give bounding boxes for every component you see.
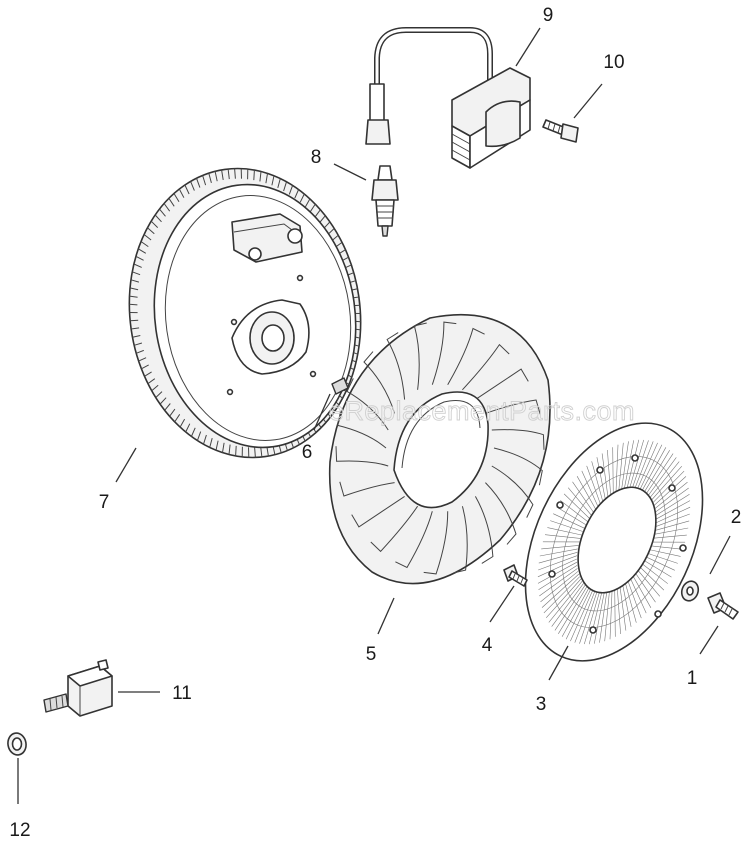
fan-blades	[335, 321, 545, 575]
callout-labels: 1 2 3 4 5 6 7 8 9 10 11 12	[9, 5, 741, 841]
woodruff-key[interactable]	[331, 377, 349, 395]
callout-8: 8	[311, 147, 322, 168]
callout-3: 3	[536, 694, 547, 715]
screen-mesh-lines	[537, 439, 691, 645]
callout-12: 12	[9, 820, 30, 841]
switch-nut[interactable]	[6, 732, 28, 757]
callout-4: 4	[482, 635, 493, 656]
callout-2: 2	[731, 507, 742, 528]
callout-11: 11	[172, 683, 192, 704]
module-screw[interactable]	[542, 119, 579, 143]
fan-screw[interactable]	[503, 564, 528, 587]
callout-7: 7	[99, 492, 110, 513]
callout-5: 5	[366, 644, 377, 665]
ignition-module[interactable]	[365, 27, 531, 169]
callout-leaders	[17, 27, 731, 804]
watermark-text: eReplacementParts.com	[329, 396, 635, 426]
washer[interactable]	[679, 579, 701, 603]
flywheel-screw[interactable]	[707, 592, 739, 620]
callout-1: 1	[687, 668, 698, 689]
toggle-switch[interactable]	[43, 659, 113, 717]
debris-screen[interactable]	[490, 395, 738, 689]
callout-10: 10	[603, 52, 624, 73]
flywheel[interactable]	[111, 153, 379, 472]
callout-9: 9	[543, 5, 554, 26]
callout-6: 6	[302, 442, 313, 463]
spark-plug[interactable]	[371, 165, 399, 237]
cooling-fan[interactable]	[328, 313, 551, 585]
